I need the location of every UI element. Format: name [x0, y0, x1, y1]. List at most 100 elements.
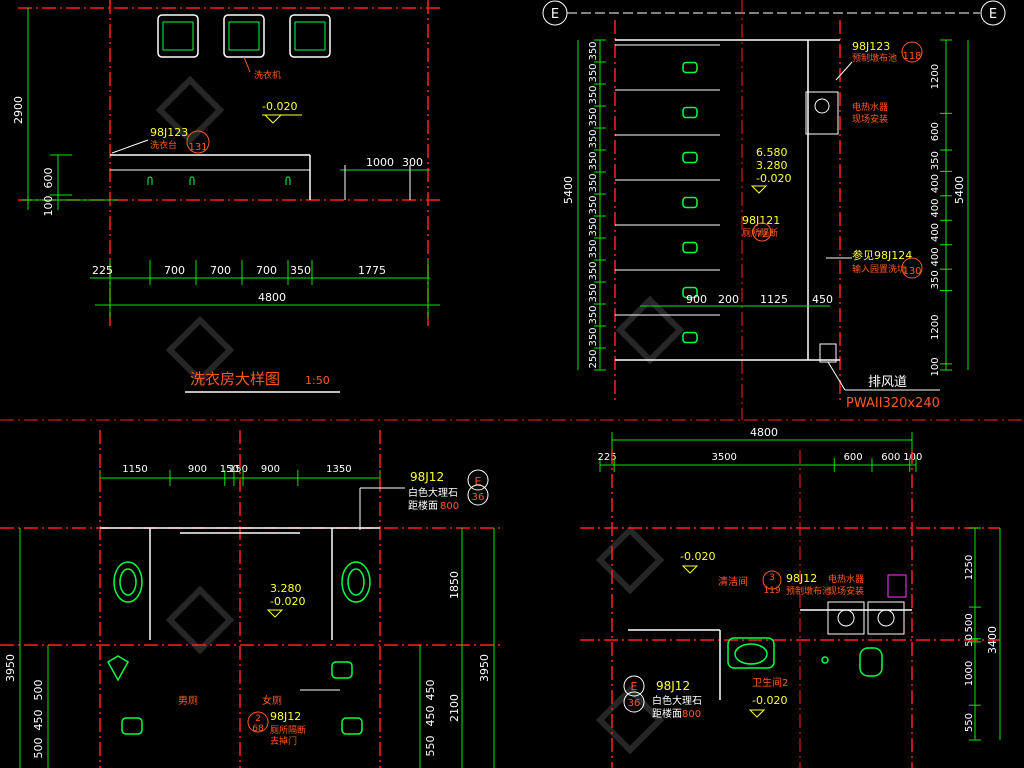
urinal-fixture [682, 286, 698, 299]
dim-total: 3950 [478, 654, 491, 682]
dim-text: 350 [930, 151, 941, 170]
room-label: 清洁间 [718, 575, 748, 588]
dim-text: 300 [402, 156, 423, 169]
dim-text: 350 [588, 107, 599, 126]
vent-code: PWAII320x240 [846, 396, 940, 411]
dim-total: 5400 [562, 176, 575, 204]
dim-text: 350 [588, 129, 599, 148]
dim-text: 1200 [930, 314, 941, 339]
ref-num: 118 [902, 51, 921, 62]
ref-sub: 预制墩布池 [786, 585, 831, 597]
dim-text: 100 [903, 452, 922, 463]
urinal-fixture [682, 151, 698, 164]
dim-text: 450 [32, 710, 45, 731]
heater-box [805, 91, 839, 135]
dim-text: 600 [930, 122, 941, 141]
dim-text: 450 [424, 680, 437, 701]
dim-text: 700 [164, 264, 185, 277]
dim-text: 550 [424, 736, 437, 757]
dim-text: 350 [588, 173, 599, 192]
ref-circle: E [631, 680, 638, 693]
dim-total: 4800 [258, 291, 286, 304]
dim-text: 50 [964, 634, 975, 647]
washer-fixture [223, 14, 265, 58]
toilet-fixture [859, 647, 883, 677]
ref-sub: 预制墩布池 [852, 52, 897, 64]
dim-text: 500 [32, 680, 45, 701]
dim-text: 2100 [448, 694, 461, 722]
washer-fixture [157, 14, 199, 58]
tag-box [887, 574, 907, 598]
drawing-scale: 1:50 [305, 374, 330, 387]
dim-text: 350 [930, 270, 941, 289]
dim-text: 500 [32, 738, 45, 759]
dim-text: 1775 [358, 264, 386, 277]
dim-text: 550 [964, 713, 975, 732]
dim-text: 400 [930, 174, 941, 193]
ref-note: 白色大理石 [652, 694, 702, 707]
urinal-fixture [682, 106, 698, 119]
room-label: 卫生间2 [752, 676, 788, 689]
ref-sub: 输入园置洗坑 [852, 263, 906, 275]
ref-code: 98J123 [852, 40, 890, 53]
level-marker: -0.020 [270, 595, 305, 608]
ref-sub: 洗衣台 [150, 139, 177, 151]
panel-toilet-plan-right: E E 5400 3503503503503503503503503503503… [542, 0, 1006, 420]
dim-text: 600 [881, 452, 900, 463]
dim-text: 3500 [711, 452, 736, 463]
mop-sink [867, 601, 905, 635]
dim-text: 350 [588, 63, 599, 82]
vent-label: 排风道 [868, 375, 907, 390]
ref-note: 距楼面 [408, 499, 438, 512]
dim-total: 5400 [953, 176, 966, 204]
level-marker: 3.280 [756, 159, 788, 172]
level-marker: 6.580 [756, 146, 788, 159]
heater-note: 电热水器 [828, 573, 864, 585]
ref-note-value: 800 [440, 501, 459, 512]
washer-label: 洗衣机 [254, 69, 281, 81]
dim-text: 1000 [964, 661, 975, 686]
dim-text: 600 [42, 168, 55, 189]
dim-text: 350 [588, 151, 599, 170]
drawing-title: 洗衣房大样图 [190, 370, 280, 388]
heater-note: 电热水器 [852, 101, 888, 113]
ref-sub: 厕所隔断 [270, 724, 306, 736]
ref-code: 98J12 [270, 710, 301, 723]
dim-text: 100 [930, 357, 941, 376]
heater-note: 现场安装 [828, 585, 864, 597]
dim-text: 1350 [326, 464, 351, 475]
dim-text: 400 [930, 199, 941, 218]
ref-num: 119 [763, 586, 780, 596]
ref-num: 36 [628, 698, 641, 709]
ref-note: 白色大理石 [408, 486, 458, 499]
dim-text: 1200 [930, 64, 941, 89]
dim-text: 700 [210, 264, 231, 277]
dim-text: 350 [588, 283, 599, 302]
dim-text: 350 [588, 195, 599, 214]
ref-num: 130 [902, 266, 921, 277]
ref-num: 131 [188, 142, 207, 153]
washer-fixture [289, 14, 331, 58]
ref-num: 68 [252, 724, 264, 734]
dim-total: 3400 [986, 626, 999, 654]
dim-total: 3950 [4, 654, 17, 682]
dim-text: 450 [812, 293, 833, 306]
dim-text: 1850 [448, 571, 461, 599]
dim-text: 350 [588, 261, 599, 280]
dim-text: 225 [598, 452, 617, 463]
dim-text: 450 [424, 706, 437, 727]
level-marker: 3.280 [270, 582, 302, 595]
basin-fixture [113, 561, 143, 603]
dim-text: 400 [930, 247, 941, 266]
dim-text: 350 [588, 41, 599, 60]
dim-text: 350 [588, 305, 599, 324]
urinal-fixture [682, 61, 698, 74]
dim-text: 200 [718, 293, 739, 306]
dim-text: 1150 [122, 464, 147, 475]
dim-text: 900 [188, 464, 207, 475]
basin-fixture [727, 637, 775, 669]
ref-code: 98J12 [656, 679, 690, 693]
ref-sub: 去掉门 [270, 735, 297, 747]
